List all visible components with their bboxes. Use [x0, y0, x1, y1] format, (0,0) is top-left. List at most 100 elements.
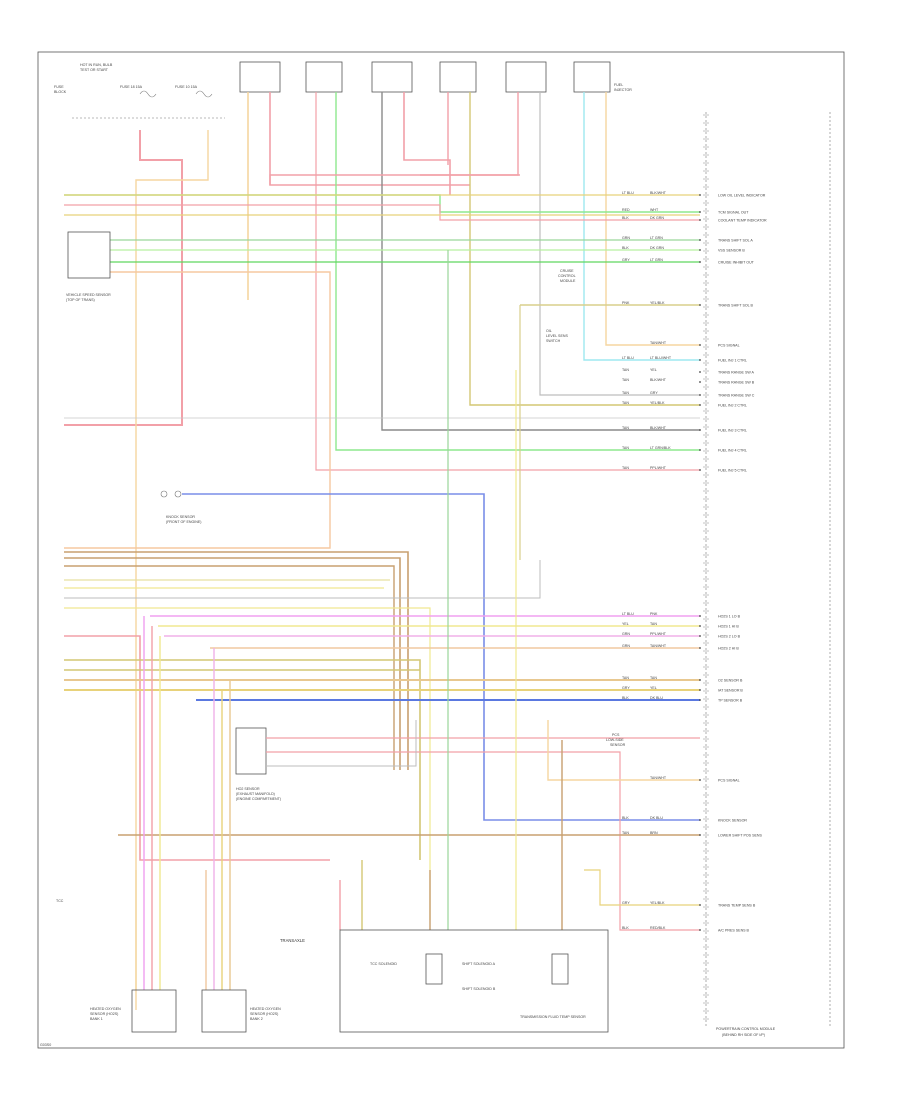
ecm-pin-label: A/C PRES SENS B [718, 929, 750, 933]
ecm-pin-label: LOW OIL LEVEL INDICATOR [718, 194, 766, 198]
ecm-pin-terminal [699, 394, 701, 396]
fluid-temp-sensor-icon [551, 953, 569, 985]
ecm-pin-terminal [699, 625, 701, 627]
ecm-pin-wire: TAN [622, 391, 629, 395]
ecm-pin-wire: GRY [622, 258, 630, 262]
ecm-pin-wire: GRN [622, 644, 630, 648]
transaxle: TRANSAXLE TCC SOLENOID SHIFT SOLENOID A … [280, 929, 609, 1033]
ecm-pin-label: FUEL INJ 1 CTRL [718, 359, 747, 363]
ecm-pin-wire: PNK [622, 301, 630, 305]
ecm-pin-color: PPL/WHT [650, 632, 667, 636]
oil-label-3: SWITCH [546, 339, 561, 343]
ecm-pin-label: O2 SENSOR B [718, 679, 743, 683]
ecm-pin-label: COOLANT TEMP INDICATOR [718, 219, 767, 223]
ecm-pin-color: LT GRN [650, 258, 663, 262]
ecm-pin-terminal [699, 239, 701, 241]
ecm-pin-wire: BLK [622, 216, 629, 220]
transaxle-label: TRANSAXLE [280, 938, 305, 943]
ecm-pin-terminal [699, 819, 701, 821]
lower-wires [118, 250, 700, 930]
ecm-pin-color: YEL/BLK [650, 901, 665, 905]
ecm-pin-terminal [699, 689, 701, 691]
ecm-pin-wire: TAN [622, 466, 629, 470]
ecm-pin-label: CRUISE INHIBIT OUT [718, 261, 755, 265]
ecm-pin-terminal [699, 381, 701, 383]
ecm-pin-label: TRANS RANGE SW B [718, 381, 755, 385]
fuse-a-icon [139, 90, 157, 98]
ecm-pin-color: LT BLU/WHT [650, 356, 672, 360]
tcc-solenoid-icon [425, 953, 443, 985]
ecm-pin-label: PCS SIGNAL [718, 779, 740, 783]
fuse-block: FUSE BLOCK HOT IN RUN, BULB TEST OR STAR… [54, 63, 225, 119]
ecm-pin-label: TRANS TEMP SENS B [718, 904, 756, 908]
fuse-b-icon [195, 90, 213, 98]
ecm-pin-terminal [699, 249, 701, 251]
fuse-block-label-1: FUSE [54, 85, 64, 89]
fuse-a-label: FUSE 18 15A [120, 85, 143, 89]
ecm-pin-color: DK BLU [650, 816, 663, 820]
ecm-pin-label: FUEL INJ 5 CTRL [718, 469, 747, 473]
ecm-pin-wire: TAN [622, 446, 629, 450]
ecm-pin-terminal [699, 904, 701, 906]
knock-label-1: KNOCK SENSOR [166, 515, 195, 519]
transaxle-box [339, 929, 609, 1033]
ecm-pin-wire: GRY [622, 901, 630, 905]
ho2s1-label-1: HEATED OXYGEN [90, 1007, 121, 1011]
ecm-pin-terminal [699, 469, 701, 471]
trans-part-shift-a: SHIFT SOLENOID A [462, 962, 496, 966]
ecm-pin-label: PCS SIGNAL [718, 344, 740, 348]
ecm-pin-terminal [699, 194, 701, 196]
ecm-pin-color: TAN/WHT [650, 776, 667, 780]
ecm-pin-label: HO2S 2 LO B [718, 635, 741, 639]
ecm-pin-terminal [699, 359, 701, 361]
ecm-pin-wire: TAN [622, 368, 629, 372]
ecm-pin-color: YEL/BLK [650, 401, 665, 405]
injector-1-icon [239, 61, 281, 93]
ecm-pin-terminal [699, 929, 701, 931]
ho2s-bank1-icon [131, 989, 177, 1033]
ecm-pin-color: GRY [650, 391, 658, 395]
ecm-pin-wire: BLK [622, 926, 629, 930]
o2-sensor-icon [235, 727, 267, 775]
injector-5-icon [505, 61, 547, 93]
ecm-pin-label: FUEL INJ 3 CTRL [718, 429, 747, 433]
ecm-pin-color: TAN [650, 622, 657, 626]
ecm-pin-wire: BLK [622, 246, 629, 250]
ecm-pin-color: PPL/WHT [650, 466, 667, 470]
ecm-pin-terminal [699, 429, 701, 431]
fuse-block-label-2: BLOCK [54, 90, 67, 94]
page-ref: G03S0 [40, 1043, 51, 1047]
ecm-pin-wire: YEL [622, 622, 629, 626]
ecm-pin-label: VSS SENSOR B [718, 249, 745, 253]
ecm-pin-terminal [699, 699, 701, 701]
o2-sensor: HO2 SENSOR (EXHAUST MANIFOLD) (ENGINE CO… [235, 720, 700, 931]
ecm-pin-wire: LT BLU [622, 356, 634, 360]
pcs-label-3: SENSOR [610, 743, 626, 747]
ecm-pin-color: PNK [650, 612, 658, 616]
ecm-pin-label: FUEL INJ 4 CTRL [718, 449, 747, 453]
tcc-ref-label: TCC [56, 899, 64, 903]
ho2s2-label-1: HEATED OXYGEN [250, 1007, 281, 1011]
vss-label-1: VEHICLE SPEED SENSOR [66, 293, 111, 297]
ecm-pin-wire: TAN [622, 676, 629, 680]
ecm-pin-terminal [699, 371, 701, 373]
trans-part-tcc: TCC SOLENOID [370, 962, 397, 966]
ecm-label-2: (BEHIND RH SIDE OF I/P) [722, 1033, 765, 1037]
injector-3-icon [371, 61, 413, 93]
ecm-pin-terminal [699, 647, 701, 649]
ecm-pin-terminal [699, 635, 701, 637]
ecm-pin-color: YEL/BLK [650, 301, 665, 305]
ecm-pin-wire: RED [622, 208, 630, 212]
ecm-pin-terminal [699, 449, 701, 451]
hot-in-run-label-1: HOT IN RUN, BULB [80, 63, 113, 67]
ecm-pin-terminal [699, 344, 701, 346]
ecm-connector: POWERTRAIN CONTROL MODULE (BEHIND RH SID… [703, 112, 831, 1037]
ecm-pin-label: TRANS RANGE SW C [718, 394, 755, 398]
ho2s2-label-3: BANK 2 [250, 1017, 263, 1021]
ecm-pin-terminal [699, 404, 701, 406]
vehicle-speed-sensor: VEHICLE SPEED SENSOR (TOP OF TRANS) [66, 231, 111, 302]
ecm-pin-terminal [699, 219, 701, 221]
ecm-pin-color: WHT [650, 208, 659, 212]
injector-label-2: INJECTOR [614, 88, 632, 92]
